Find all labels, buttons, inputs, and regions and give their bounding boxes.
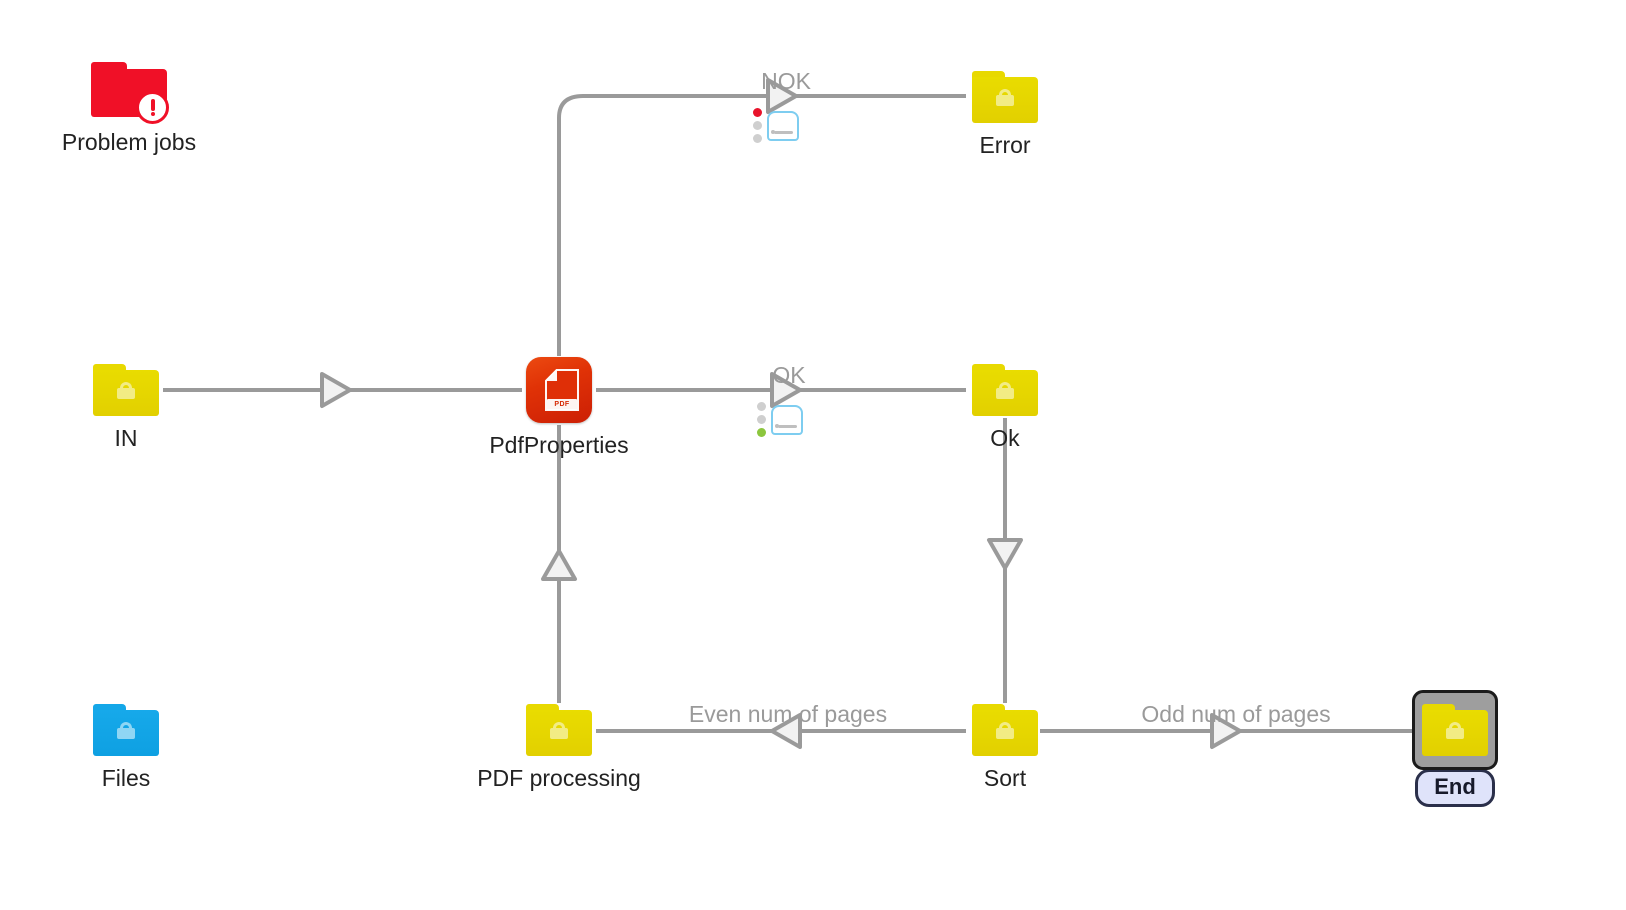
lock-body xyxy=(996,95,1014,106)
edge-label-nok: NOK xyxy=(761,68,811,94)
edge-label-ok: OK xyxy=(772,362,806,388)
disk-shell xyxy=(767,110,799,141)
light-green xyxy=(757,428,766,437)
status-indicator-nok[interactable] xyxy=(753,108,799,143)
node-label: Problem jobs xyxy=(61,129,197,155)
node-label: PDF processing xyxy=(477,765,641,791)
folder-error-icon[interactable] xyxy=(91,62,169,124)
disk-icon xyxy=(767,110,799,141)
node-problem-jobs[interactable]: Problem jobs xyxy=(44,62,214,155)
lock-body xyxy=(550,728,568,739)
pdf-badge-label: PDF xyxy=(547,399,577,410)
light-red xyxy=(753,108,762,117)
node-files[interactable]: Files xyxy=(41,704,211,791)
traffic-lights-nok xyxy=(753,108,762,143)
folder-locked-icon[interactable] xyxy=(526,704,592,756)
lock-icon xyxy=(1445,722,1465,739)
folder-locked-icon[interactable] xyxy=(972,704,1038,756)
node-error[interactable]: Error xyxy=(920,71,1090,158)
node-in[interactable]: IN xyxy=(41,364,211,451)
lock-icon xyxy=(995,382,1015,399)
node-pdf-properties[interactable]: PDF PdfProperties xyxy=(474,357,644,458)
status-indicator-ok[interactable] xyxy=(757,402,803,437)
light-red xyxy=(757,402,766,411)
folder-tab xyxy=(91,62,127,72)
folder-locked-icon[interactable] xyxy=(972,364,1038,416)
traffic-lights-ok xyxy=(757,402,766,437)
light-amber xyxy=(753,121,762,130)
error-badge-icon xyxy=(136,91,169,124)
node-pdf-processing[interactable]: PDF processing xyxy=(474,704,644,791)
folder-tab xyxy=(93,364,126,373)
lock-shackle xyxy=(999,722,1011,733)
folder-locked-icon[interactable] xyxy=(1422,704,1488,756)
folder-locked-icon[interactable] xyxy=(93,364,159,416)
lock-shackle xyxy=(553,722,565,733)
lock-body xyxy=(996,728,1014,739)
node-label: PdfProperties xyxy=(489,432,629,458)
node-label: Error xyxy=(979,132,1031,158)
lock-icon xyxy=(116,382,136,399)
node-end[interactable]: End xyxy=(1370,690,1540,807)
lock-icon xyxy=(995,89,1015,106)
disk-slot xyxy=(774,130,793,134)
edge-label-even-pages: Even num of pages xyxy=(688,701,888,727)
disk-led xyxy=(771,130,775,134)
pdf-processor-icon[interactable]: PDF xyxy=(526,357,592,423)
exclamation-bar xyxy=(150,99,155,111)
folder-tab xyxy=(93,704,126,713)
light-green xyxy=(753,134,762,143)
folder-tab xyxy=(972,704,1005,713)
lock-body xyxy=(117,388,135,399)
pdf-page-fold xyxy=(545,369,557,381)
lock-icon xyxy=(549,722,569,739)
node-label: Files xyxy=(101,765,151,791)
node-label: Ok xyxy=(990,425,1020,451)
edge-label-odd-pages: Odd num of pages xyxy=(1141,701,1331,727)
disk-slot xyxy=(778,424,797,428)
node-label-badge: End xyxy=(1415,769,1495,807)
lock-body xyxy=(1446,728,1464,739)
exclamation-dot xyxy=(150,112,155,116)
folder-tab xyxy=(972,364,1005,373)
disk-shell xyxy=(771,404,803,435)
arrow-head-up xyxy=(541,549,577,581)
lock-shackle xyxy=(120,382,132,393)
folder-locked-icon[interactable] xyxy=(93,704,159,756)
folder-tab xyxy=(1422,704,1455,713)
light-amber xyxy=(757,415,766,424)
folder-tab xyxy=(972,71,1005,80)
disk-icon xyxy=(771,404,803,435)
arrow-head-right xyxy=(320,372,352,408)
lock-shackle xyxy=(999,89,1011,100)
disk-led xyxy=(775,424,779,428)
node-ok[interactable]: Ok xyxy=(920,364,1090,451)
lock-body xyxy=(996,388,1014,399)
folder-tab xyxy=(526,704,559,713)
lock-icon xyxy=(995,722,1015,739)
lock-shackle xyxy=(1449,722,1461,733)
lock-shackle xyxy=(999,382,1011,393)
lock-body xyxy=(117,728,135,739)
folder-locked-icon[interactable] xyxy=(972,71,1038,123)
lock-shackle xyxy=(120,722,132,733)
lock-icon xyxy=(116,722,136,739)
node-label: IN xyxy=(114,425,138,451)
arrow-head-down xyxy=(987,538,1023,570)
node-label: Sort xyxy=(983,765,1027,791)
node-sort[interactable]: Sort xyxy=(920,704,1090,791)
